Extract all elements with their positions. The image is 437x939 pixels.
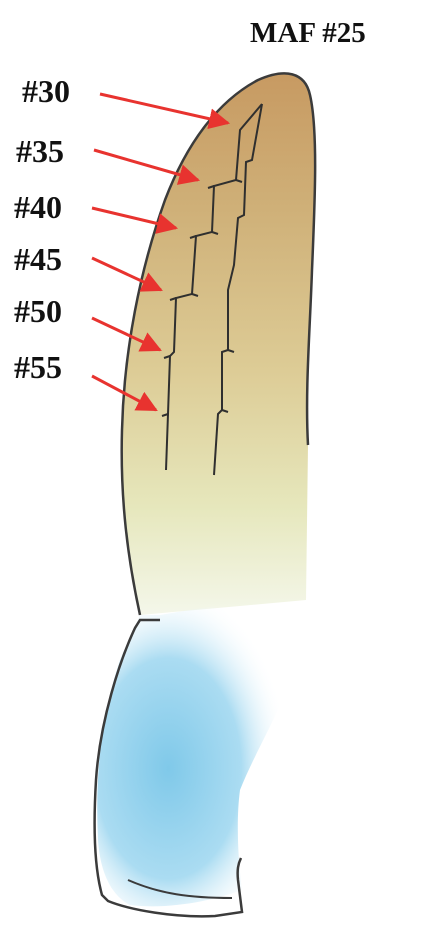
label-40: #40 [14, 189, 176, 228]
label-45: #45 [14, 241, 161, 290]
label-55-text: #55 [14, 349, 62, 385]
label-30-arrow [100, 94, 228, 123]
label-40-text: #40 [14, 189, 62, 225]
label-35-text: #35 [16, 133, 64, 169]
diagram-title: MAF #25 [250, 17, 366, 49]
label-30: #30 [22, 73, 228, 123]
label-35: #35 [16, 133, 198, 180]
label-50-text: #50 [14, 293, 62, 329]
label-30-text: #30 [22, 73, 70, 109]
label-45-text: #45 [14, 241, 62, 277]
